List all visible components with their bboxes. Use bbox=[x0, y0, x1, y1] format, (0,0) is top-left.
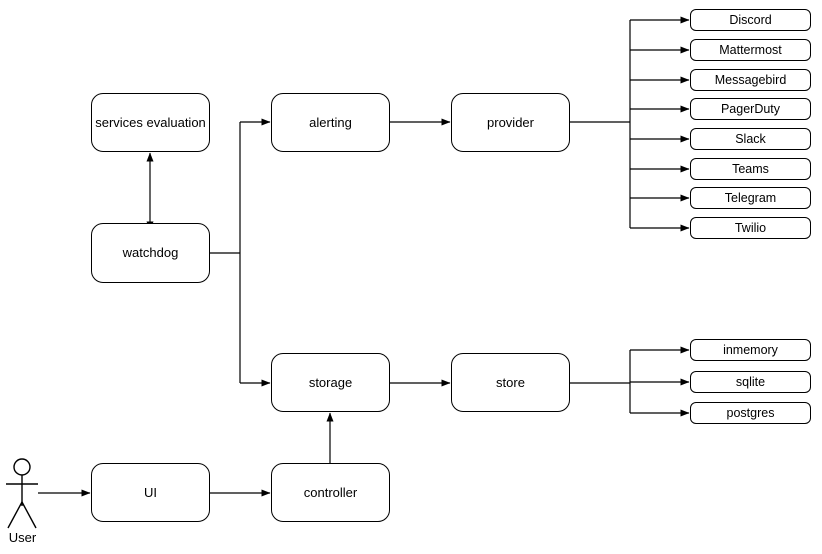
node-services-evaluation[interactable]: services evaluation bbox=[91, 93, 210, 152]
node-store[interactable]: store bbox=[451, 353, 570, 412]
provider-target-teams[interactable]: Teams bbox=[690, 158, 811, 180]
node-ui-label: UI bbox=[144, 484, 157, 500]
store-target-label: inmemory bbox=[723, 342, 778, 357]
store-target-label: postgres bbox=[726, 405, 775, 420]
provider-target-slack[interactable]: Slack bbox=[690, 128, 811, 150]
provider-target-mattermost[interactable]: Mattermost bbox=[690, 39, 811, 61]
node-controller[interactable]: controller bbox=[271, 463, 390, 522]
node-controller-label: controller bbox=[303, 484, 358, 500]
node-watchdog[interactable]: watchdog bbox=[91, 223, 210, 283]
provider-target-messagebird[interactable]: Messagebird bbox=[690, 69, 811, 91]
provider-target-label: Discord bbox=[729, 12, 772, 27]
provider-target-label: Messagebird bbox=[714, 72, 787, 87]
provider-target-twilio[interactable]: Twilio bbox=[690, 217, 811, 239]
store-target-postgres[interactable]: postgres bbox=[690, 402, 811, 424]
provider-target-telegram[interactable]: Telegram bbox=[690, 187, 811, 209]
node-store-label: store bbox=[496, 374, 525, 390]
store-target-sqlite[interactable]: sqlite bbox=[690, 371, 811, 393]
stick-figure-icon bbox=[6, 458, 38, 529]
provider-target-label: Slack bbox=[735, 131, 766, 146]
provider-target-label: Twilio bbox=[734, 220, 767, 235]
store-target-inmemory[interactable]: inmemory bbox=[690, 339, 811, 361]
store-target-label: sqlite bbox=[735, 374, 766, 389]
provider-target-discord[interactable]: Discord bbox=[690, 9, 811, 31]
node-storage-label: storage bbox=[308, 374, 353, 390]
node-storage[interactable]: storage bbox=[271, 353, 390, 412]
provider-target-pagerduty[interactable]: PagerDuty bbox=[690, 98, 811, 120]
provider-target-label: Mattermost bbox=[719, 42, 782, 57]
provider-target-label: PagerDuty bbox=[720, 101, 781, 116]
node-alerting[interactable]: alerting bbox=[271, 93, 390, 152]
node-provider-label: provider bbox=[487, 114, 534, 130]
node-alerting-label: alerting bbox=[309, 114, 352, 130]
node-services-evaluation-label: services evaluation bbox=[95, 114, 206, 130]
node-provider[interactable]: provider bbox=[451, 93, 570, 152]
node-ui[interactable]: UI bbox=[91, 463, 210, 522]
node-watchdog-label: watchdog bbox=[122, 245, 179, 261]
provider-target-label: Teams bbox=[732, 161, 769, 176]
user-actor-label: User bbox=[8, 530, 37, 545]
provider-target-label: Telegram bbox=[724, 190, 777, 205]
